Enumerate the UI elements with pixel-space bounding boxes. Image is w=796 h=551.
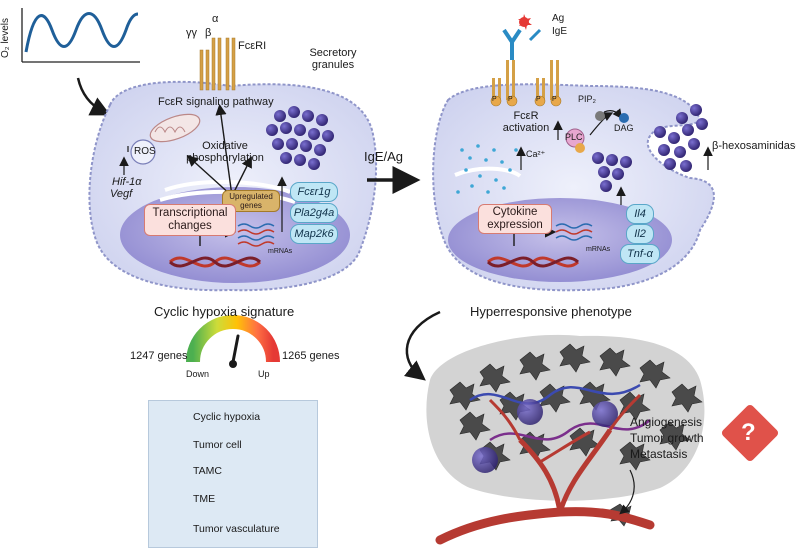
dag-label: DAG (614, 123, 634, 133)
gamma-label: γγ (186, 27, 197, 39)
beta-hex-label: β-hexosaminidase (712, 140, 796, 152)
gene-pill-fcer1g: Fcεr1g (290, 182, 338, 202)
oxphos-label: Oxidative phosphorylation (186, 140, 264, 165)
gene-gauge (186, 315, 280, 368)
plc-label: PLC (565, 132, 583, 142)
arrow-to-tumor (403, 310, 441, 381)
released-granules (654, 104, 708, 172)
gauge-up-count: 1265 genes (282, 350, 340, 362)
p-label-4: P (552, 96, 557, 103)
p-label-1: P (492, 96, 497, 103)
legend-label: TME (193, 493, 216, 505)
legend-label: Tumor cell (193, 439, 242, 451)
legend-row-tumor-cell: Tumor cell (149, 433, 317, 457)
signaling-pathway-label: FcεR signaling pathway (158, 96, 274, 108)
o2-plot (21, 8, 140, 63)
ige-label: IgE (552, 26, 568, 37)
p-label-2: P (508, 96, 513, 103)
fceri-label: FcεRI (238, 40, 267, 52)
ros-label: ROS (134, 146, 156, 157)
ag-label: Ag (552, 13, 565, 24)
pip2-label: PIP₂ (578, 94, 596, 104)
arrow-to-cell (76, 77, 111, 116)
ca-label: Ca²⁺ (526, 149, 546, 159)
legend-label: Cyclic hypoxia (193, 411, 261, 423)
right-cell (432, 14, 715, 292)
legend-row-tme: TME (149, 487, 317, 511)
gene-pill-map2k6: Map2k6 (290, 224, 338, 244)
gauge-down-label: Down (186, 369, 210, 379)
cytokine-expression-box: Cytokine expression (478, 204, 552, 234)
upregulated-genes-box: Upregulated genes (222, 190, 280, 212)
question-mark-icon: ? (741, 419, 756, 446)
legend-row-tamc: TAMC (149, 459, 317, 483)
question-diamond (721, 404, 779, 462)
fcer-activation-label: FcεR activation (502, 110, 550, 135)
legend-label: TAMC (193, 465, 222, 477)
gene-pill-pla2g4a: Pla2g4a (290, 203, 338, 223)
mrnas-left-label: mRNAs (268, 248, 293, 255)
cytokine-pill-il4: Il4 (626, 204, 654, 224)
tumor-microenvironment (426, 334, 705, 545)
outcome-metastasis: Metastasis (630, 447, 688, 461)
outcome-tumor-growth: Tumor growth (630, 431, 704, 445)
o2-axis-label: O₂ levels (0, 17, 11, 58)
vegf-label: Vegf (110, 188, 133, 200)
gauge-up-label: Up (258, 369, 270, 379)
hif-label: Hif-1α (112, 176, 142, 188)
ige-ag-label: IgE/Ag (364, 149, 404, 164)
outcome-angiogenesis: Angiogenesis (630, 415, 703, 429)
legend-row-cyclic-hypoxia: Cyclic hypoxia (149, 405, 317, 429)
alpha-label: α (212, 13, 219, 25)
mrnas-right-label: mRNAs (586, 246, 611, 253)
secretory-granules-left (266, 106, 334, 170)
secretory-granules-label: Secretory granules (309, 47, 357, 72)
legend-row-vasculature: Tumor vasculature (149, 517, 317, 541)
left-caption: Cyclic hypoxia signature (154, 304, 295, 319)
cytokine-pill-tnf: Tnf-α (620, 244, 660, 264)
legend-label: Tumor vasculature (193, 523, 280, 535)
beta-label: β (205, 27, 212, 39)
right-caption: Hyperresponsive phenotype (470, 304, 632, 319)
p-label-3: P (536, 96, 541, 103)
legend-box: Cyclic hypoxia Tumor cell TAMC TME Tumor… (148, 400, 318, 548)
transcriptional-changes-box: Transcriptional changes (144, 204, 236, 236)
cytokine-pill-il2: Il2 (626, 224, 654, 244)
gauge-down-count: 1247 genes (130, 350, 188, 362)
